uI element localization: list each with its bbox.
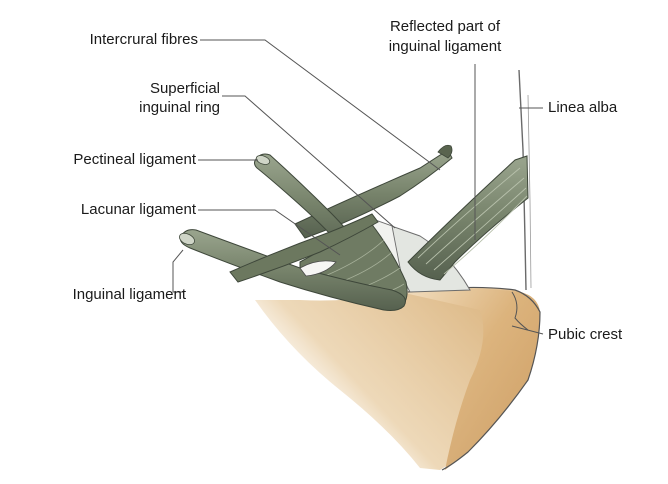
label-inguinal-ligament: Inguinal ligament: [20, 286, 186, 303]
label-intercrural-fibres: Intercrural fibres: [20, 31, 198, 48]
label-lacunar-ligament: Lacunar ligament: [10, 201, 196, 218]
label-superficial-ring-line1: Superficial: [40, 80, 220, 97]
label-superficial-ring-line2: inguinal ring: [40, 99, 220, 116]
linea-alba-edge: [528, 95, 531, 288]
label-linea-alba: Linea alba: [548, 99, 617, 116]
label-reflected-part-line2: inguinal ligament: [350, 38, 540, 55]
leader-intercrural-fibres: [200, 40, 440, 170]
label-pectineal-ligament: Pectineal ligament: [0, 151, 196, 168]
label-pubic-crest: Pubic crest: [548, 326, 622, 343]
label-reflected-part-line1: Reflected part of: [350, 18, 540, 35]
